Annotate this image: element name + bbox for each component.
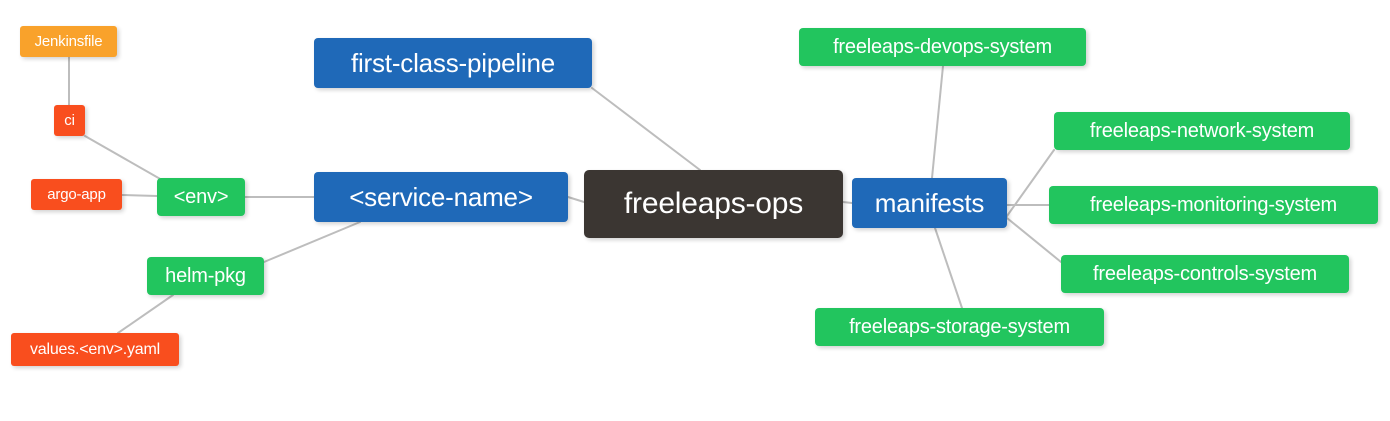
- edge-manifests-to-freeleaps-controls-system: [1006, 217, 1062, 263]
- node-jenkinsfile[interactable]: Jenkinsfile: [20, 26, 117, 57]
- node-manifests[interactable]: manifests: [852, 178, 1007, 228]
- node-freeleaps-ops[interactable]: freeleaps-ops: [584, 170, 843, 238]
- node-freeleaps-controls-system[interactable]: freeleaps-controls-system: [1061, 255, 1349, 293]
- node-freeleaps-storage-system[interactable]: freeleaps-storage-system: [815, 308, 1104, 346]
- edge-helm-pkg-to-service-name: [263, 221, 361, 263]
- node-freeleaps-devops-system[interactable]: freeleaps-devops-system: [799, 28, 1086, 66]
- edge-freeleaps-ops-to-manifests: [842, 201, 853, 204]
- edge-manifests-to-freeleaps-network-system: [1006, 149, 1055, 217]
- edge-first-class-pipeline-to-freeleaps-ops: [591, 87, 701, 171]
- node-freeleaps-monitoring-system[interactable]: freeleaps-monitoring-system: [1049, 186, 1378, 224]
- node-env[interactable]: <env>: [157, 178, 245, 216]
- node-freeleaps-network-system[interactable]: freeleaps-network-system: [1054, 112, 1350, 150]
- node-service-name[interactable]: <service-name>: [314, 172, 568, 222]
- node-first-class-pipeline[interactable]: first-class-pipeline: [314, 38, 592, 88]
- edge-argo-app-to-env: [121, 194, 158, 197]
- node-argo-app[interactable]: argo-app: [31, 179, 122, 210]
- edge-manifests-to-freeleaps-storage-system: [934, 227, 963, 309]
- edge-ci-to-env: [84, 135, 163, 181]
- node-values-env-yaml[interactable]: values.<env>.yaml: [11, 333, 179, 366]
- edge-service-name-to-freeleaps-ops: [567, 196, 585, 203]
- node-helm-pkg[interactable]: helm-pkg: [147, 257, 264, 295]
- edge-values-env-yaml-to-helm-pkg: [117, 294, 174, 334]
- node-ci[interactable]: ci: [54, 105, 85, 136]
- edge-manifests-to-freeleaps-devops-system: [931, 65, 944, 179]
